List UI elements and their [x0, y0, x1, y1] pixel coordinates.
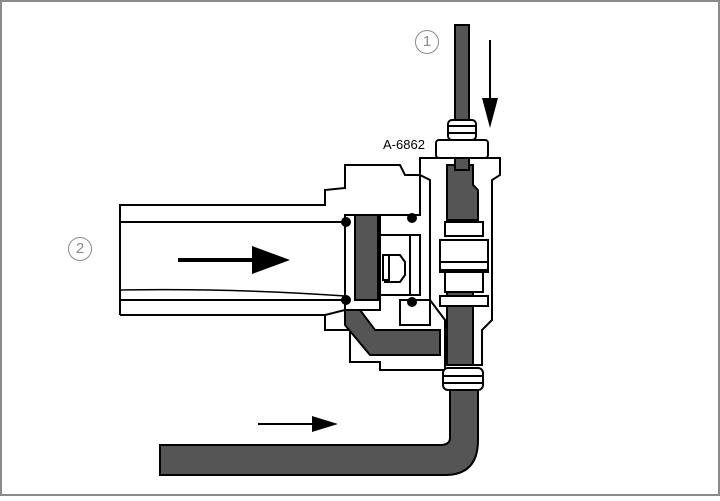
inlet-pipe-top: [435, 24, 489, 171]
vertical-housing: [419, 157, 501, 366]
flow-arrow-outlet: [258, 416, 338, 432]
flow-arrow-tube: [178, 246, 290, 274]
callout-2: 2: [68, 237, 92, 261]
outlet-pipe: [159, 367, 484, 476]
valve-body-internals: [341, 200, 442, 356]
flow-arrow-inlet: [482, 40, 498, 128]
callout-1: 1: [415, 30, 439, 54]
part-label: A-6862: [383, 137, 425, 152]
